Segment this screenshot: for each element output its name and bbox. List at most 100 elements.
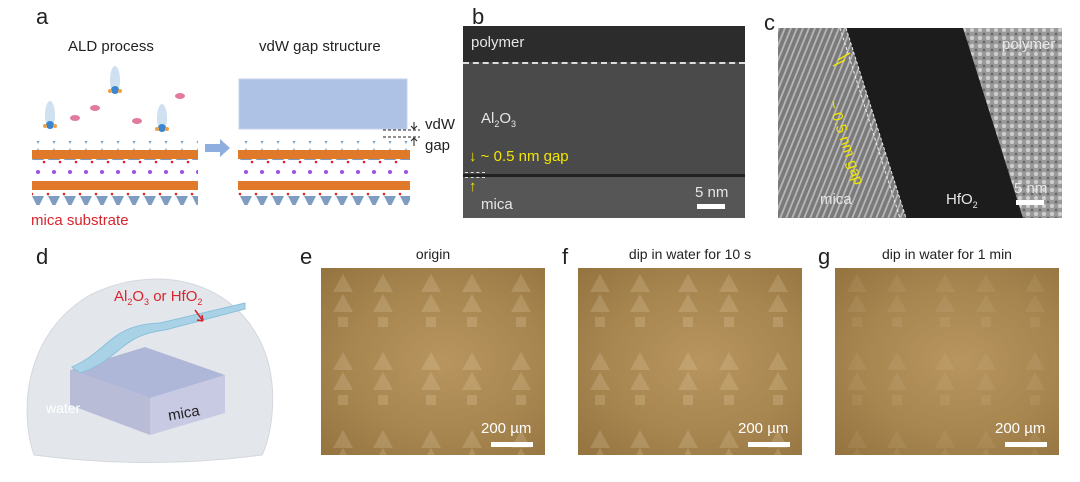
- panel-label-d: d: [36, 244, 49, 269]
- pattern-triangle: [893, 448, 901, 455]
- pattern-square: [940, 395, 950, 405]
- pattern-triangle: [373, 430, 393, 448]
- pattern-triangle: [935, 274, 955, 292]
- pattern-triangle: [462, 352, 482, 370]
- pattern-triangle: [847, 372, 867, 390]
- arrow-up-icon: ↑: [469, 178, 477, 195]
- gap-arrow-icons: [832, 52, 851, 67]
- water-dome-illustration: [26, 278, 274, 463]
- pattern-triangle: [590, 294, 610, 312]
- pattern-triangle: [935, 294, 955, 312]
- pattern-triangle: [935, 430, 955, 448]
- pattern-triangle: [630, 352, 650, 370]
- pattern-triangle: [462, 274, 482, 292]
- pattern-triangle: [511, 372, 531, 390]
- pattern-triangle: [333, 430, 353, 448]
- pattern-triangle: [333, 372, 353, 390]
- pattern-triangle: [462, 294, 482, 312]
- pattern-square: [516, 317, 526, 327]
- pattern-triangle: [421, 352, 441, 370]
- pattern-square: [426, 395, 436, 405]
- pattern-triangle: [976, 352, 996, 370]
- pattern-triangle: [590, 430, 610, 448]
- gap-annotation: ↓ ~ 0.5 nm gap: [469, 148, 569, 165]
- pattern-square: [378, 317, 388, 327]
- pattern-triangle: [596, 448, 604, 455]
- pattern-square: [981, 317, 991, 327]
- mica-lattice-right: [238, 141, 410, 205]
- pattern-triangle: [636, 448, 644, 455]
- pattern-square: [892, 395, 902, 405]
- pattern-square: [1030, 317, 1040, 327]
- pattern-square: [724, 317, 734, 327]
- pattern-triangle: [421, 294, 441, 312]
- optical-image-g: 200 µm: [835, 268, 1059, 455]
- pattern-triangle: [339, 448, 347, 455]
- pattern-triangle: [719, 372, 739, 390]
- pattern-triangle: [511, 352, 531, 370]
- pattern-triangle: [630, 294, 650, 312]
- pattern-triangle: [719, 430, 739, 448]
- gap-arrow-up-icon: [410, 137, 418, 146]
- pattern-triangle: [887, 352, 907, 370]
- vdw-label: vdW: [425, 116, 455, 133]
- oxide-film: [238, 78, 408, 130]
- pattern-square: [595, 395, 605, 405]
- pattern-square: [892, 317, 902, 327]
- optical-image-e: 200 µm: [321, 268, 545, 455]
- optical-image-f: 200 µm: [578, 268, 802, 455]
- scale-label-g: 200 µm: [995, 420, 1046, 437]
- precursor-molecules: [43, 66, 185, 132]
- mica-lattice-left: [32, 141, 198, 205]
- pattern-triangle: [630, 430, 650, 448]
- pattern-triangle: [630, 274, 650, 292]
- pattern-square: [467, 317, 477, 327]
- panel-label-e: e: [300, 244, 313, 269]
- panel-label-g: g: [818, 244, 831, 269]
- panel-g-title: dip in water for 1 min: [882, 246, 1012, 262]
- pattern-triangle: [719, 294, 739, 312]
- tem-image-b: polymer Al2O3 ↓ ~ 0.5 nm gap ↑ mica 5 nm: [463, 26, 745, 218]
- pattern-triangle: [887, 294, 907, 312]
- scale-bar-e: [491, 442, 533, 447]
- pattern-triangle: [517, 448, 525, 455]
- pattern-square: [683, 395, 693, 405]
- tem-image-c: ~ 0.5 nm gap mica HfO2 polymer 5 nm: [778, 28, 1062, 218]
- pattern-triangle: [373, 352, 393, 370]
- pattern-triangle: [1031, 448, 1039, 455]
- pattern-square: [595, 317, 605, 327]
- pattern-triangle: [373, 372, 393, 390]
- scale-label-e: 200 µm: [481, 420, 532, 437]
- pattern-triangle: [1025, 372, 1045, 390]
- pattern-triangle: [887, 372, 907, 390]
- pattern-square: [635, 317, 645, 327]
- pattern-square: [852, 317, 862, 327]
- pattern-square: [1030, 395, 1040, 405]
- pattern-triangle: [590, 274, 610, 292]
- pattern-triangle: [462, 372, 482, 390]
- pattern-triangle: [976, 430, 996, 448]
- pattern-triangle: [373, 274, 393, 292]
- pattern-triangle: [1025, 294, 1045, 312]
- panel-label-b: b: [472, 4, 485, 29]
- pattern-triangle: [847, 430, 867, 448]
- pattern-triangle: [976, 294, 996, 312]
- scale-bar-c: [1016, 200, 1044, 205]
- pattern-square: [516, 395, 526, 405]
- pattern-triangle: [590, 372, 610, 390]
- pattern-triangle: [511, 294, 531, 312]
- pattern-triangle: [678, 372, 698, 390]
- pattern-square: [683, 317, 693, 327]
- panel-label-c: c: [764, 10, 775, 35]
- pattern-square: [426, 317, 436, 327]
- scale-label-f: 200 µm: [738, 420, 789, 437]
- pattern-square: [981, 395, 991, 405]
- gap-label: gap: [425, 137, 451, 154]
- pattern-triangle: [853, 448, 861, 455]
- pattern-triangle: [684, 448, 692, 455]
- scale-bar-g: [1005, 442, 1047, 447]
- pattern-triangle: [982, 448, 990, 455]
- pattern-square: [338, 395, 348, 405]
- al2o3-label: Al2O3: [481, 110, 517, 129]
- pattern-square: [773, 317, 783, 327]
